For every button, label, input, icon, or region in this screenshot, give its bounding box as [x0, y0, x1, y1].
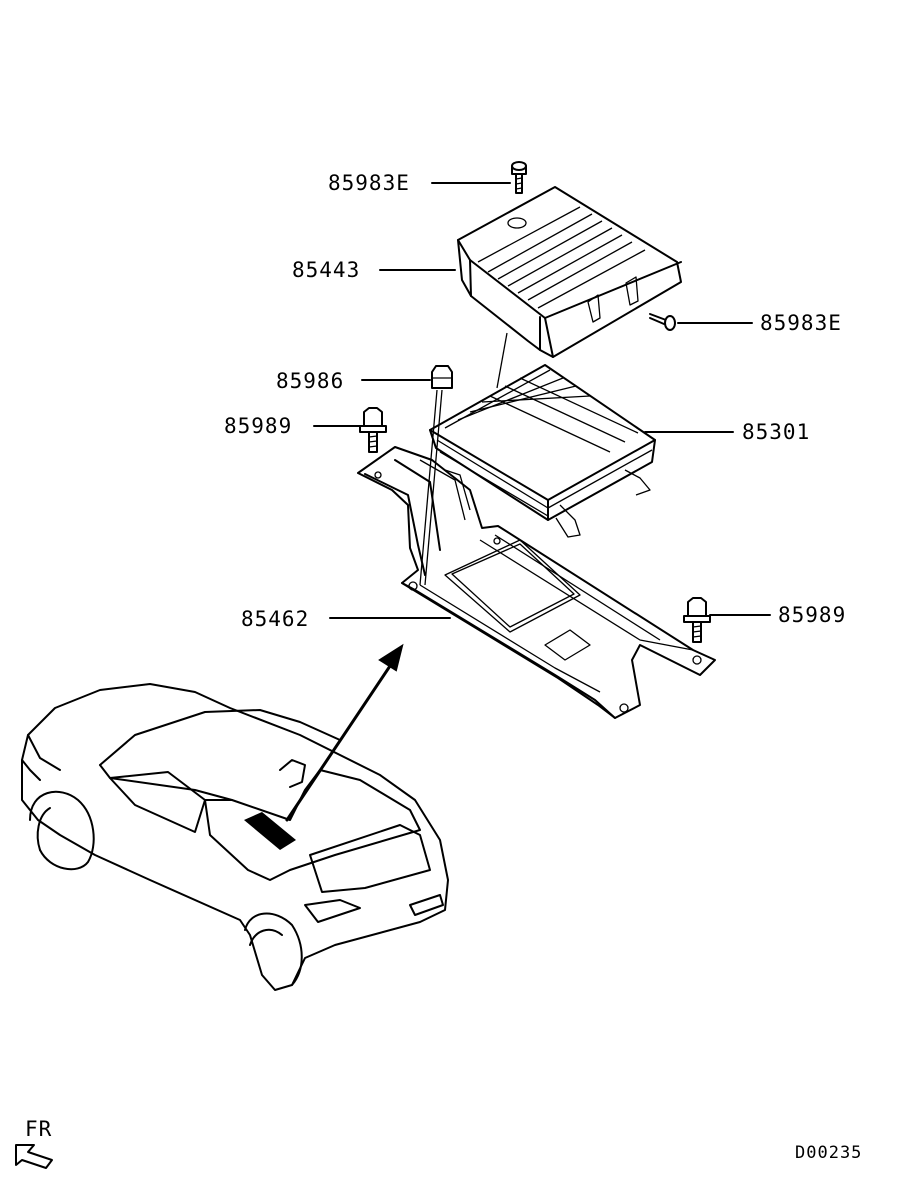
callout-nut: 85986: [276, 369, 344, 393]
bolt-top-icon: [511, 161, 527, 194]
leader-lines: [313, 182, 771, 619]
nut-icon: [431, 365, 453, 389]
bracket-part: [357, 446, 716, 719]
callout-cover: 85443: [292, 258, 360, 282]
bolt-left-icon: [359, 407, 387, 453]
callout-amplifier: 85301: [742, 420, 810, 444]
callout-bolt-right: 85989: [778, 603, 846, 627]
direction-label: FR: [25, 1117, 52, 1141]
callout-bracket: 85462: [241, 607, 309, 631]
bolt-right-icon: [683, 597, 711, 643]
amplifier-part: [429, 364, 656, 538]
diagram-code: D00235: [795, 1143, 862, 1163]
front-direction-icon: FR: [15, 1117, 53, 1169]
callout-bolt-side: 85983E: [760, 311, 842, 335]
bolt-side-icon: [649, 313, 676, 331]
callout-bolt-top: 85983E: [328, 171, 410, 195]
vehicle-outline-icon: [21, 683, 449, 991]
cover-part: [457, 186, 682, 358]
callout-bolt-left: 85989: [224, 414, 292, 438]
